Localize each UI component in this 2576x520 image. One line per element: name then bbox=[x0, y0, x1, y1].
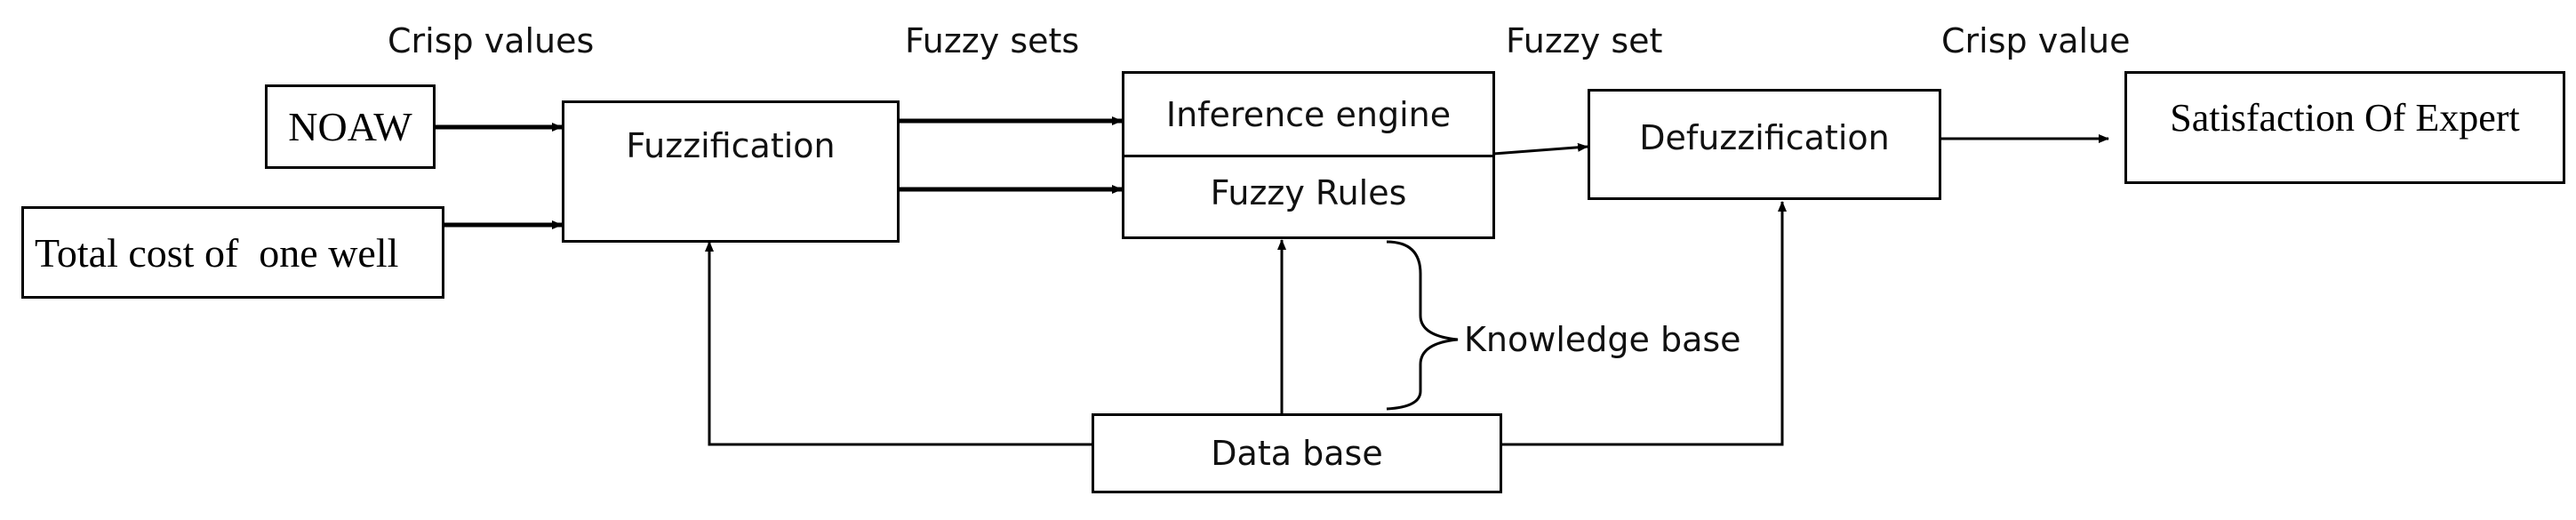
inference-engine-text: Inference engine bbox=[1165, 94, 1452, 134]
data-base-text: Data base bbox=[1211, 434, 1383, 473]
crisp-value-label: Crisp value bbox=[1941, 21, 2131, 60]
arrow-database-to-fuzzification bbox=[705, 241, 1092, 446]
fuzzy-rules-block: Fuzzy Rules bbox=[1122, 155, 1495, 239]
defuzzification-text: Defuzzification bbox=[1639, 118, 1890, 157]
total-cost-input-box: Total cost of one well bbox=[21, 206, 444, 299]
fuzzification-block: Fuzzification bbox=[562, 100, 900, 243]
output-box: Satisfaction Of Expert bbox=[2124, 71, 2565, 184]
fuzzification-text: Fuzzification bbox=[626, 126, 836, 165]
inference-engine-block: Inference engine bbox=[1122, 71, 1495, 157]
data-base-block: Data base bbox=[1092, 413, 1502, 493]
fuzzy-rules-text: Fuzzy Rules bbox=[1210, 173, 1407, 212]
knowledge-base-label: Knowledge base bbox=[1464, 320, 1741, 359]
defuzzification-block: Defuzzification bbox=[1588, 89, 1941, 200]
total-cost-text: Total cost of one well bbox=[35, 229, 399, 276]
knowledge-base-brace bbox=[1386, 240, 1459, 411]
noaw-input-box: NOAW bbox=[265, 84, 436, 169]
output-text: Satisfaction Of Expert bbox=[2170, 96, 2520, 140]
arrow-rules-to-defuzz bbox=[1492, 142, 1588, 156]
crisp-values-label: Crisp values bbox=[388, 21, 595, 60]
fuzzy-sets-label: Fuzzy sets bbox=[905, 21, 1080, 60]
arrow-database-to-defuzz bbox=[1500, 201, 1787, 446]
noaw-text: NOAW bbox=[288, 104, 412, 149]
fuzzy-set-label: Fuzzy set bbox=[1506, 21, 1663, 60]
